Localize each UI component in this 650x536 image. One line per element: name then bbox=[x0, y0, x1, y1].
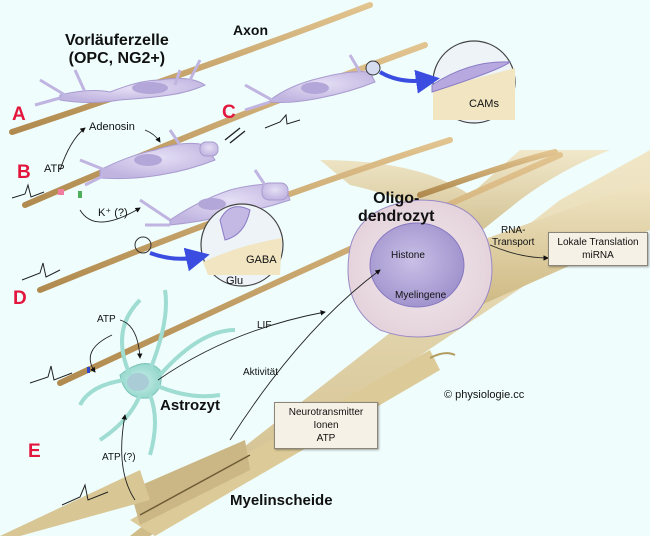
atp-label-e: ATP bbox=[97, 314, 116, 325]
panel-letter-a: A bbox=[12, 104, 26, 125]
opc-cell-d bbox=[139, 169, 291, 227]
glu-label: Glu bbox=[226, 275, 244, 287]
astrocyte bbox=[78, 289, 236, 456]
opc-label-line2: (OPC, NG2+) bbox=[68, 50, 166, 67]
adenosin-label: Adenosin bbox=[89, 121, 135, 133]
signals-line1: Neurotransmitter bbox=[288, 407, 364, 418]
oligo-label-line1: Oligo- bbox=[373, 190, 420, 207]
oligodendrocyte bbox=[347, 199, 493, 338]
local-translation-line2: miRNA bbox=[582, 250, 614, 261]
astrocyte-label: Astrozyt bbox=[160, 397, 221, 414]
inset-gaba-glu bbox=[134, 203, 284, 287]
opc-cell-c bbox=[244, 54, 376, 112]
gaba-label: GABA bbox=[246, 254, 277, 266]
atp-channel-icon bbox=[87, 367, 90, 373]
signals-box: Neurotransmitter Ionen ATP bbox=[274, 402, 378, 449]
myelin-sheath-label: Myelinscheide bbox=[230, 492, 333, 509]
signals-line3: ATP bbox=[316, 433, 336, 444]
opc-label: Vorläuferzelle (OPC, NG2+) bbox=[65, 32, 169, 68]
potassium-label: K⁺ (?) bbox=[98, 207, 128, 219]
myelingene-label: Myelingene bbox=[395, 290, 447, 301]
oligodendrocyte-label: Oligo- dendrozyt bbox=[358, 190, 434, 226]
signals-line2: Ionen bbox=[313, 420, 339, 431]
panel-letter-c: C bbox=[222, 102, 236, 123]
histone-label: Histone bbox=[391, 250, 425, 261]
local-translation-line1: Lokale Translation bbox=[557, 237, 639, 248]
annotation-arrows bbox=[59, 127, 549, 501]
opc-cell-b bbox=[79, 129, 219, 187]
atp-receptor-icon bbox=[58, 189, 64, 195]
oligo-label-line2: dendrozyt bbox=[358, 208, 435, 225]
lif-label: LIF bbox=[257, 320, 272, 331]
panel-letter-b: B bbox=[17, 162, 31, 183]
panel-letter-d: D bbox=[13, 288, 27, 309]
rna-transport-line1: RNA- bbox=[500, 225, 526, 236]
atp-label-b: ATP bbox=[44, 163, 65, 175]
panel-letter-e: E bbox=[28, 441, 41, 462]
opc-cell-a bbox=[34, 59, 207, 107]
atp-uncertain-label: ATP (?) bbox=[102, 452, 136, 463]
rna-transport-line2: Transport bbox=[492, 237, 535, 248]
inset-cams bbox=[365, 40, 516, 124]
cams-label: CAMs bbox=[469, 98, 499, 110]
copyright-label: © physiologie.cc bbox=[444, 389, 525, 401]
local-translation-box: Lokale Translation miRNA bbox=[548, 232, 648, 266]
opc-label-line1: Vorläuferzelle bbox=[65, 32, 169, 49]
potassium-channel-icon bbox=[78, 191, 82, 198]
rna-transport-label: RNA- Transport bbox=[492, 225, 534, 249]
axon-label: Axon bbox=[233, 22, 268, 38]
aktivitaet-label: Aktivität bbox=[243, 367, 279, 378]
action-potential-icons bbox=[11, 113, 301, 506]
